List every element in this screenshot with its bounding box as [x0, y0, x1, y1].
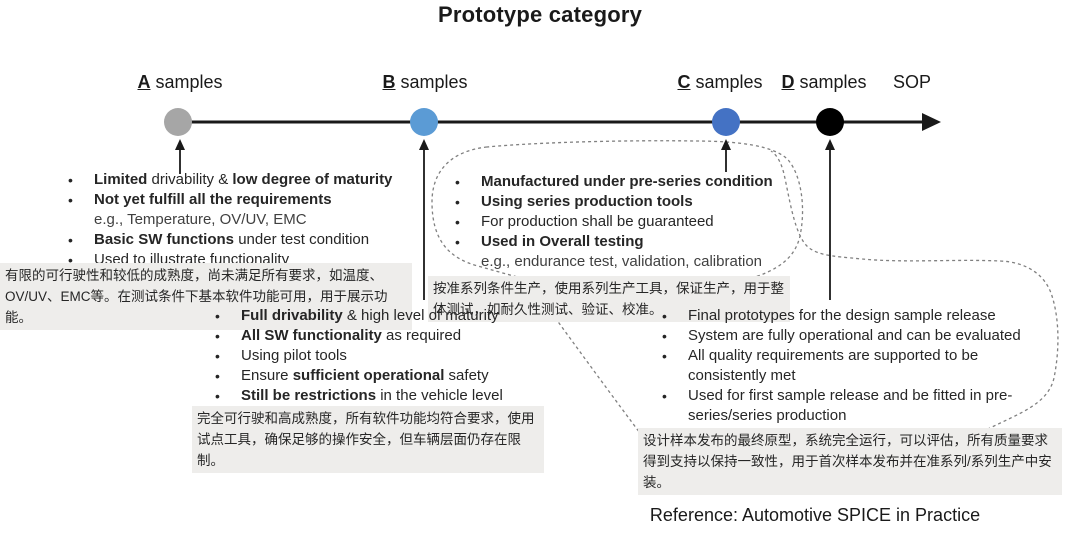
- b-callout-arrowhead-icon: [419, 139, 429, 150]
- list-item: • Still be restrictions in the vehicle le…: [215, 386, 550, 406]
- bullet-text: For production shall be guaranteed: [481, 213, 714, 230]
- bullet-text: All SW functionality as required: [241, 327, 462, 344]
- bullet-icon: •: [215, 308, 220, 324]
- bullet-icon: •: [68, 172, 73, 188]
- list-item: • System are fully operational and can be…: [662, 326, 1042, 346]
- bullet-text: Used for first sample release and be fit…: [688, 387, 1013, 424]
- list-item: • Limited drivability & low degree of mat…: [68, 170, 430, 190]
- c-samples-dashed-outline: [431, 140, 804, 294]
- bullet-icon: •: [455, 174, 460, 190]
- list-item: • Basic SW functions under test condition: [68, 230, 430, 250]
- bullet-icon: •: [215, 368, 220, 384]
- bullet-icon: •: [455, 234, 460, 250]
- b-samples-bullet-list: • Full drivability & high level of maturi…: [215, 306, 550, 406]
- milestone-suffix-c: samples: [690, 72, 763, 92]
- d-samples-dot: [816, 108, 844, 136]
- d-callout-arrowhead-icon: [825, 139, 835, 150]
- bullet-text: Still be restrictions in the vehicle lev…: [241, 387, 503, 404]
- list-item: • Used in Overall testing: [455, 232, 795, 252]
- bullet-subtext: e.g., endurance test, validation, calibr…: [481, 253, 763, 270]
- timeline-arrowhead-icon: [922, 113, 941, 131]
- a-samples-dot: [164, 108, 192, 136]
- reference-label: Reference: Automotive SPICE in Practice: [649, 505, 981, 525]
- bullet-icon: •: [662, 328, 667, 344]
- bullet-text: System are fully operational and can be …: [688, 327, 1021, 344]
- bullet-icon: •: [68, 232, 73, 248]
- bullet-icon: •: [215, 348, 220, 364]
- a-samples-bullet-list: • Limited drivability & low degree of mat…: [68, 170, 430, 270]
- bullet-text: Using pilot tools: [241, 347, 347, 364]
- milestone-suffix-d: samples: [794, 72, 867, 92]
- bullet-text: Full drivability & high level of maturit…: [241, 307, 499, 324]
- milestone-letter-c: C: [677, 72, 691, 92]
- c-callout-arrowhead-icon: [721, 139, 731, 150]
- bullet-text: Not yet fulfill all the requirements: [94, 191, 332, 208]
- list-item: • Using pilot tools: [215, 346, 550, 366]
- bullet-icon: •: [662, 348, 667, 364]
- bullet-icon: •: [455, 194, 460, 210]
- list-item: • All quality requirements are supported …: [662, 346, 1042, 386]
- milestone-letter-a: A: [137, 72, 151, 92]
- bullet-icon: •: [455, 214, 460, 230]
- c-samples-note-cn: 按准系列条件生产，使用系列生产工具，保证生产，用于整体测试，如耐久性测试、验证、…: [428, 276, 790, 322]
- milestone-letter-d: D: [781, 72, 795, 92]
- milestone-label-d: D samples: [781, 72, 866, 93]
- c-samples-bullet-list: • Manufactured under pre-series condition…: [455, 172, 795, 272]
- bullet-text: Final prototypes for the design sample r…: [688, 307, 996, 324]
- list-item: • Not yet fulfill all the requirements: [68, 190, 430, 210]
- d-samples-bullet-list: • Final prototypes for the design sample …: [662, 306, 1042, 426]
- list-item: • Using series production tools: [455, 192, 795, 212]
- d-samples-note-cn: 设计样本发布的最终原型，系统完全运行，可以评估，所有质量要求得到支持以保持一致性…: [638, 428, 1062, 495]
- milestone-label-b: B samples: [382, 72, 467, 93]
- bullet-text: Limited drivability & low degree of matu…: [94, 171, 393, 188]
- list-item: • Ensure sufficient operational safety: [215, 366, 550, 386]
- bullet-text: Basic SW functions under test condition: [94, 231, 370, 248]
- page-title: Prototype category: [437, 2, 643, 27]
- b-samples-dot: [410, 108, 438, 136]
- bullet-text: Used in Overall testing: [481, 233, 644, 250]
- bullet-text: Using series production tools: [481, 193, 693, 210]
- c-samples-dot: [712, 108, 740, 136]
- list-item: • For production shall be guaranteed: [455, 212, 795, 232]
- bullet-subtext: e.g., Temperature, OV/UV, EMC: [94, 211, 307, 228]
- bullet-icon: •: [68, 252, 73, 268]
- list-item: • Full drivability & high level of maturi…: [215, 306, 550, 326]
- milestone-suffix-a: samples: [150, 72, 223, 92]
- list-item: • Manufactured under pre-series condition: [455, 172, 795, 192]
- bullet-icon: •: [215, 388, 220, 404]
- b-samples-note-cn: 完全可行驶和高成熟度，所有软件功能均符合要求，使用试点工具，确保足够的操作安全，…: [192, 406, 544, 473]
- bullet-text: All quality requirements are supported t…: [688, 347, 979, 384]
- a-callout-arrowhead-icon: [175, 139, 185, 150]
- bullet-text: Manufactured under pre-series condition: [481, 173, 773, 190]
- milestone-label-sop: SOP: [892, 72, 932, 92]
- milestone-letter-b: B: [382, 72, 396, 92]
- a-samples-note-cn: 有限的可行驶性和较低的成熟度，尚未满足所有要求，如温度、OV/UV、EMC等。在…: [0, 263, 412, 330]
- milestone-label-c: C samples: [677, 72, 762, 93]
- list-item: • Final prototypes for the design sample …: [662, 306, 1042, 326]
- bullet-icon: •: [662, 308, 667, 324]
- milestone-label-a: A samples: [137, 72, 222, 93]
- bullet-text: Ensure sufficient operational safety: [241, 367, 489, 384]
- milestone-suffix-b: samples: [395, 72, 468, 92]
- bullet-icon: •: [68, 192, 73, 208]
- list-item: • Used for first sample release and be fi…: [662, 386, 1042, 426]
- list-item: • All SW functionality as required: [215, 326, 550, 346]
- bullet-icon: •: [215, 328, 220, 344]
- bullet-icon: •: [662, 388, 667, 404]
